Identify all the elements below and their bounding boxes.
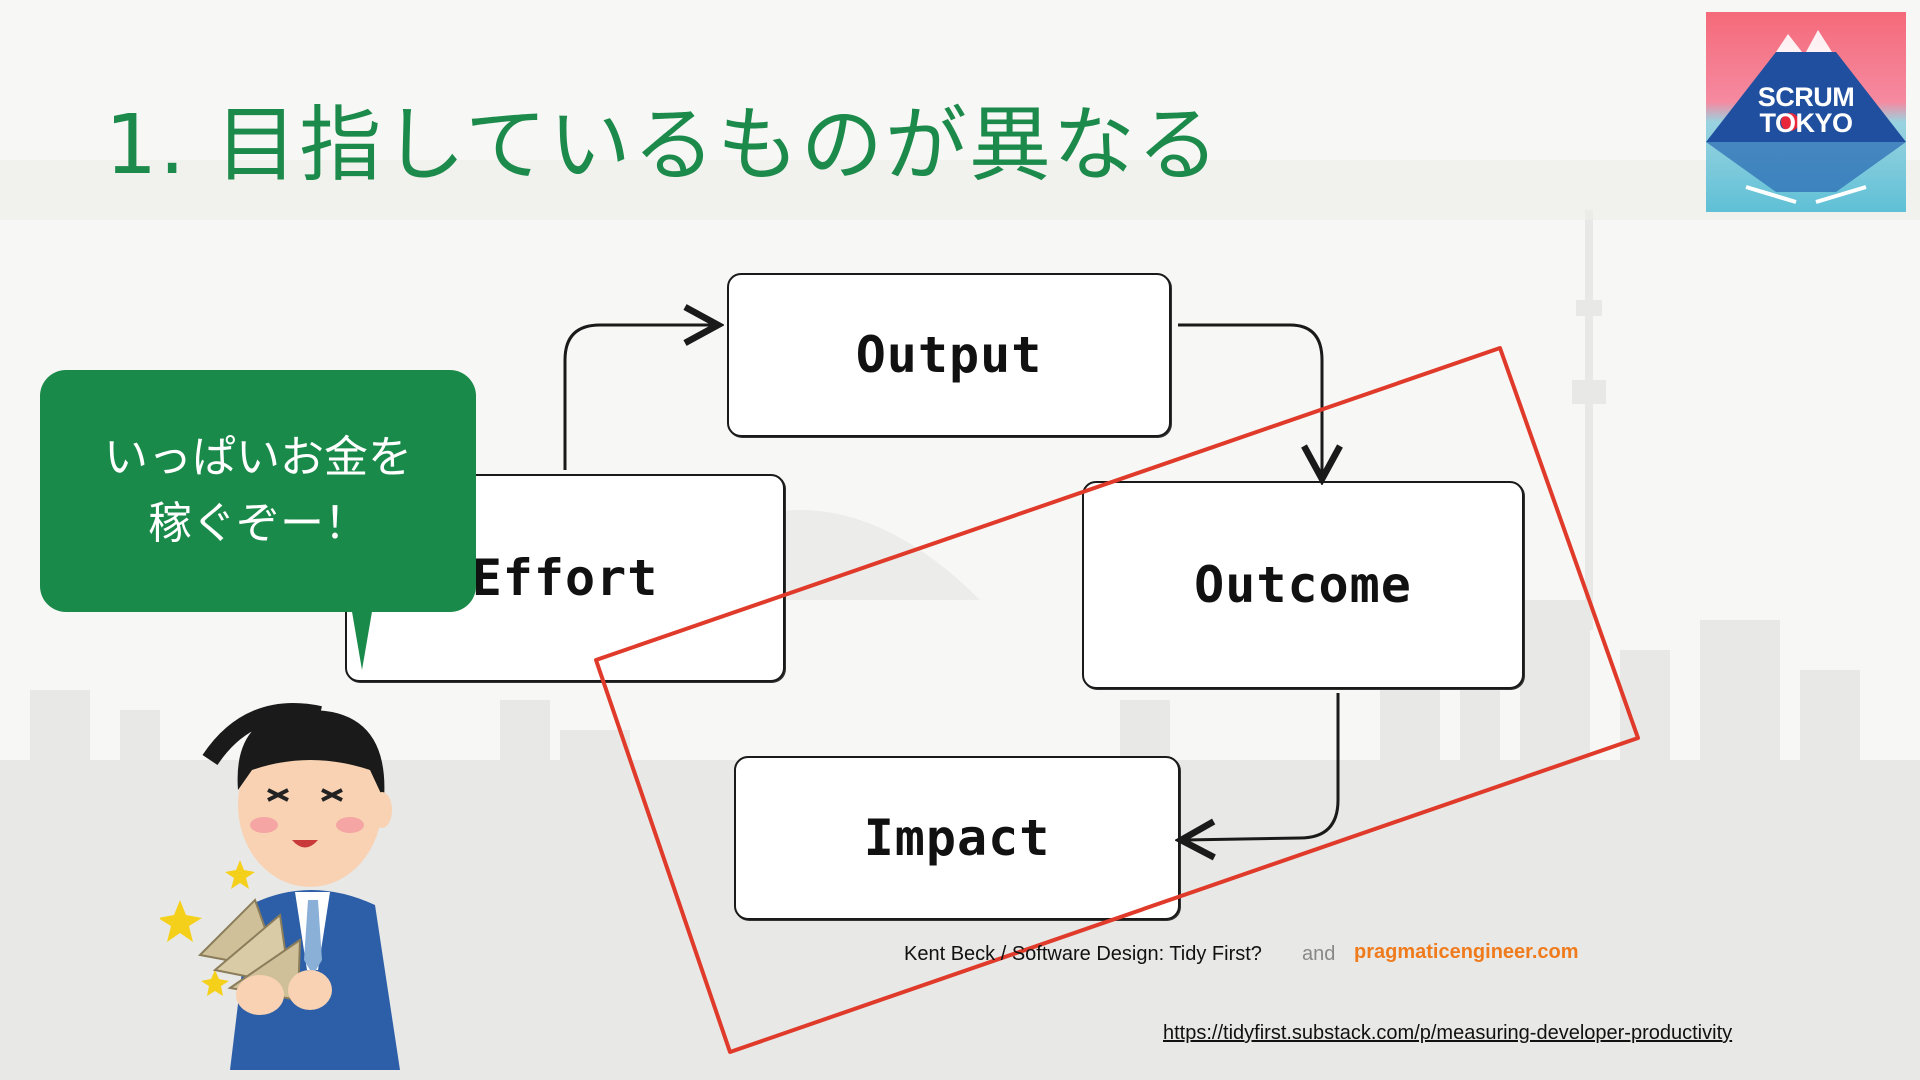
logo-line-2: TOKYO [1759, 108, 1853, 138]
money-fan-icon [197, 898, 302, 1002]
output-box: Output [727, 273, 1171, 437]
credit-site: pragmaticengineer.com [1354, 941, 1579, 963]
credit-author: Kent Beck / Software Design: Tidy First? [904, 943, 1262, 965]
speech-bubble: いっぱいお金を 稼ぐぞー！ [40, 370, 476, 612]
businessman-illustration [160, 703, 400, 1070]
logo-line-1: SCRUM [1757, 82, 1855, 112]
outcome-label: Outcome [1194, 556, 1412, 614]
output-label: Output [855, 326, 1043, 384]
slide-title: 1. 目指しているものが異なる [105, 98, 1221, 193]
impact-box: Impact [734, 756, 1180, 920]
source-url-link[interactable]: https://tidyfirst.substack.com/p/measuri… [1163, 1022, 1733, 1044]
speech-bubble-tail [350, 600, 374, 670]
sparkle-icon [160, 900, 202, 942]
mount-fuji-icon [1706, 12, 1906, 212]
bubble-line-1: いっぱいお金を [104, 432, 412, 483]
outcome-box: Outcome [1082, 481, 1524, 689]
credit-and: and [1302, 943, 1336, 965]
sparkle-icon [225, 860, 255, 889]
impact-label: Impact [863, 809, 1051, 867]
sparkle-icon [201, 970, 229, 996]
effort-label: Effort [471, 549, 659, 607]
scrum-tokyo-logo: SCRUM TOKYO [1706, 12, 1906, 212]
bubble-line-2: 稼ぐぞー！ [148, 498, 368, 549]
